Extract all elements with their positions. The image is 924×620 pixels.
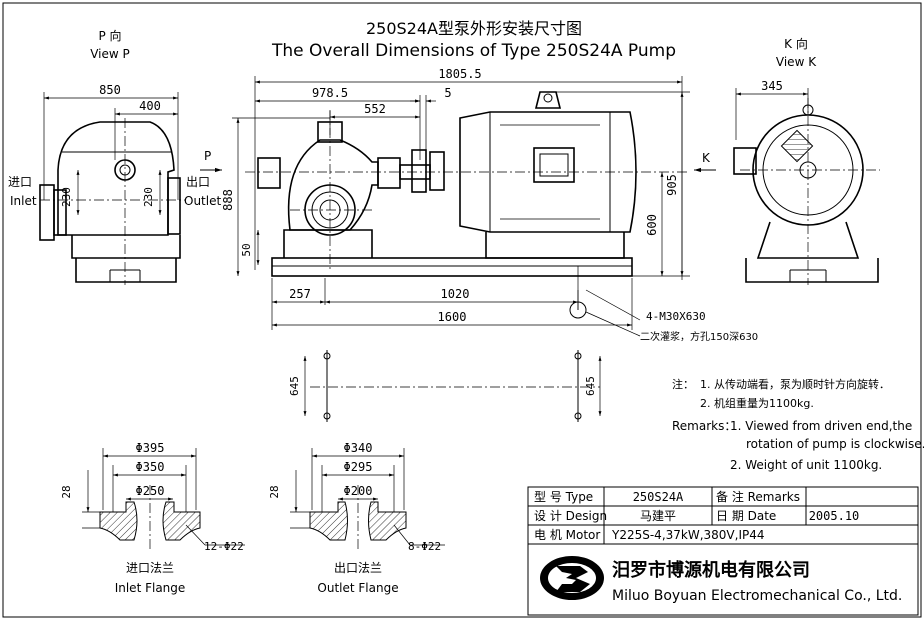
dim-5: 5	[444, 86, 451, 100]
dim-230-right: 230	[142, 187, 155, 207]
view-p-en: View P	[90, 47, 130, 61]
inlet-flange: Φ395 Φ350 Φ250 28 12-Φ22 进口法兰 Inlet Flan…	[60, 441, 245, 595]
dim-400: 400	[139, 99, 161, 113]
outlet-label-en: Outlet	[184, 194, 221, 208]
bolt-spec: 4-M30X630	[646, 310, 706, 323]
outlet-flange: Φ340 Φ295 Φ200 28 8-Φ22 出口法兰 Outlet Flan…	[268, 441, 445, 595]
outlet-holes: 8-Φ22	[408, 540, 441, 553]
inlet-holes: 12-Φ22	[204, 540, 244, 553]
dim-888: 888	[221, 189, 235, 211]
notes-en-2: 2. Weight of unit 1100kg.	[730, 458, 882, 472]
notes-en-head: Remarks：	[672, 419, 736, 433]
dim-645-right: 645	[584, 376, 597, 396]
title-block: 型 号 Type 250S24A 备 注 Remarks 设 计 Design …	[527, 486, 919, 616]
outlet-label-cn: 出口	[186, 175, 210, 189]
type-value: 250S24A	[633, 490, 684, 504]
dim-1600: 1600	[438, 310, 467, 324]
dim-905: 905	[665, 174, 679, 196]
design-value: 马建平	[640, 509, 676, 523]
marker-p: P	[204, 149, 211, 163]
notes: 注： 1. 从传动端看，泵为顺时针方向旋转． 2. 机组重量为1100kg. R…	[672, 377, 924, 472]
notes-en-1b: rotation of pump is clockwise.	[746, 437, 924, 451]
outlet-d340: Φ340	[344, 441, 373, 455]
inlet-d350: Φ350	[136, 460, 165, 474]
dim-552: 552	[364, 102, 386, 116]
dim-850: 850	[99, 83, 121, 97]
foundation-plan: 645 645	[288, 350, 602, 422]
marker-k: K	[702, 151, 711, 165]
dim-1805: 1805.5	[438, 67, 481, 81]
date-label: 日 期 Date	[716, 509, 776, 523]
view-p-cn: P 向	[98, 28, 121, 43]
inlet-flange-en: Inlet Flange	[115, 581, 186, 595]
design-label: 设 计 Design	[534, 509, 607, 523]
dim-978: 978.5	[312, 86, 348, 100]
title-cn: 250S24A型泵外形安装尺寸图	[366, 19, 582, 38]
dim-1020: 1020	[441, 287, 470, 301]
dim-230-left: 230	[60, 187, 73, 207]
view-k-cn: K 向	[784, 36, 808, 51]
inlet-label-cn: 进口	[8, 175, 32, 189]
inlet-flange-cn: 进口法兰	[126, 561, 174, 575]
motor-value: Y225S-4,37kW,380V,IP44	[611, 528, 765, 542]
motor-label: 电 机 Motor	[534, 528, 600, 542]
company-en: Miluo Boyuan Electromechanical Co., Ltd.	[612, 588, 902, 604]
main-elevation: 1805.5 978.5 552 5 888 50	[200, 67, 758, 343]
outlet-flange-cn: 出口法兰	[334, 561, 382, 575]
company-cn: 汨罗市博源机电有限公司	[612, 559, 810, 581]
dim-257: 257	[289, 287, 311, 301]
view-k-en: View K	[776, 55, 817, 69]
outlet-thick: 28	[268, 485, 281, 498]
title-en: The Overall Dimensions of Type 250S24A P…	[271, 41, 676, 61]
dim-345: 345	[761, 79, 783, 93]
notes-cn-1: 1. 从传动端看，泵为顺时针方向旋转．	[700, 377, 890, 391]
inlet-d395: Φ395	[136, 441, 165, 455]
dim-645-left: 645	[288, 376, 301, 396]
view-p: P 向 View P 850 400 230 230 进口 Inlet	[8, 28, 221, 285]
notes-en-1a: 1. Viewed from driven end,the	[730, 419, 912, 433]
inlet-thick: 28	[60, 485, 73, 498]
dim-50: 50	[240, 243, 253, 256]
date-value: 2005.10	[809, 509, 860, 523]
notes-cn-head: 注：	[672, 377, 694, 391]
view-k: K 向 View K 345	[733, 36, 880, 285]
notes-cn-2: 2. 机组重量为1100kg.	[700, 396, 814, 410]
grout-spec: 二次灌浆，方孔150深630	[640, 330, 758, 343]
company-logo	[540, 556, 604, 600]
dim-600: 600	[645, 214, 659, 236]
inlet-label-en: Inlet	[10, 194, 37, 208]
type-label: 型 号 Type	[534, 490, 593, 504]
remarks-label: 备 注 Remarks	[716, 489, 800, 504]
outlet-d295: Φ295	[344, 460, 373, 474]
outlet-flange-en: Outlet Flange	[317, 581, 398, 595]
